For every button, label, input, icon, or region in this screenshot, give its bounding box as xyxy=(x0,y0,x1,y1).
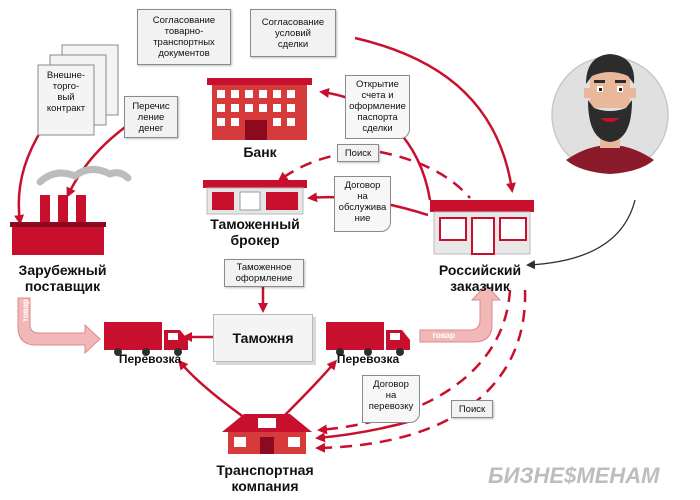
avatar xyxy=(551,54,669,174)
deal-terms-approval: Согласование условий сделки xyxy=(250,9,336,57)
transport-company-label: Транспортная компания xyxy=(216,462,314,494)
account-opening: Открытие счета и оформление паспорта сде… xyxy=(345,75,410,139)
truck-right xyxy=(326,322,410,356)
avatar-arrow xyxy=(526,199,636,270)
transport-contract: Договор на перевозку xyxy=(362,375,420,423)
broker-label: Таможенный брокер xyxy=(210,216,300,248)
dashed-customer-to-tc-outer xyxy=(315,289,527,453)
customs-box: Таможня xyxy=(213,314,313,362)
foreign-trade-contract: Внешне- торго- вый контракт xyxy=(46,70,86,114)
customer-shop xyxy=(430,200,534,255)
search-box-bottom: Поиск xyxy=(451,400,493,418)
transport-left-label: Перевозка xyxy=(118,352,182,366)
broker-building xyxy=(203,180,307,215)
supplier-factory xyxy=(10,166,132,255)
truck-left xyxy=(104,322,188,356)
search-box-top: Поиск xyxy=(337,144,379,162)
bank-building xyxy=(207,78,312,140)
arrow-tc-to-right-truck xyxy=(281,359,337,419)
transport-right-label: Перевозка xyxy=(336,352,400,366)
dashed-customer-to-tc xyxy=(317,289,512,435)
goods-arrow-left xyxy=(17,297,101,355)
goods-label-right: товар xyxy=(432,331,455,340)
brand-watermark: БИЗНЕ$МЕНАМ xyxy=(488,463,660,488)
customer-label: Российский заказчик xyxy=(438,262,522,294)
service-contract: Договор на обслужива ние xyxy=(334,176,391,232)
goods-label-left: товар xyxy=(20,299,30,322)
goods-arrow-right xyxy=(419,284,502,343)
customs-clearance: Таможенное оформление xyxy=(224,259,304,287)
supplier-label: Зарубежный поставщик xyxy=(18,262,107,294)
transport-docs-approval: Согласование товарно- транспортных докум… xyxy=(137,9,231,65)
goods-arrows xyxy=(17,284,502,355)
money-transfer: Перечис ление денег xyxy=(124,96,178,138)
arrow-deal-to-customer xyxy=(354,36,516,193)
contract-stack xyxy=(37,44,119,136)
arrow-tc-to-left-truck xyxy=(178,359,246,420)
bank-label: Банк xyxy=(243,144,277,160)
transport-company-house xyxy=(222,414,312,454)
